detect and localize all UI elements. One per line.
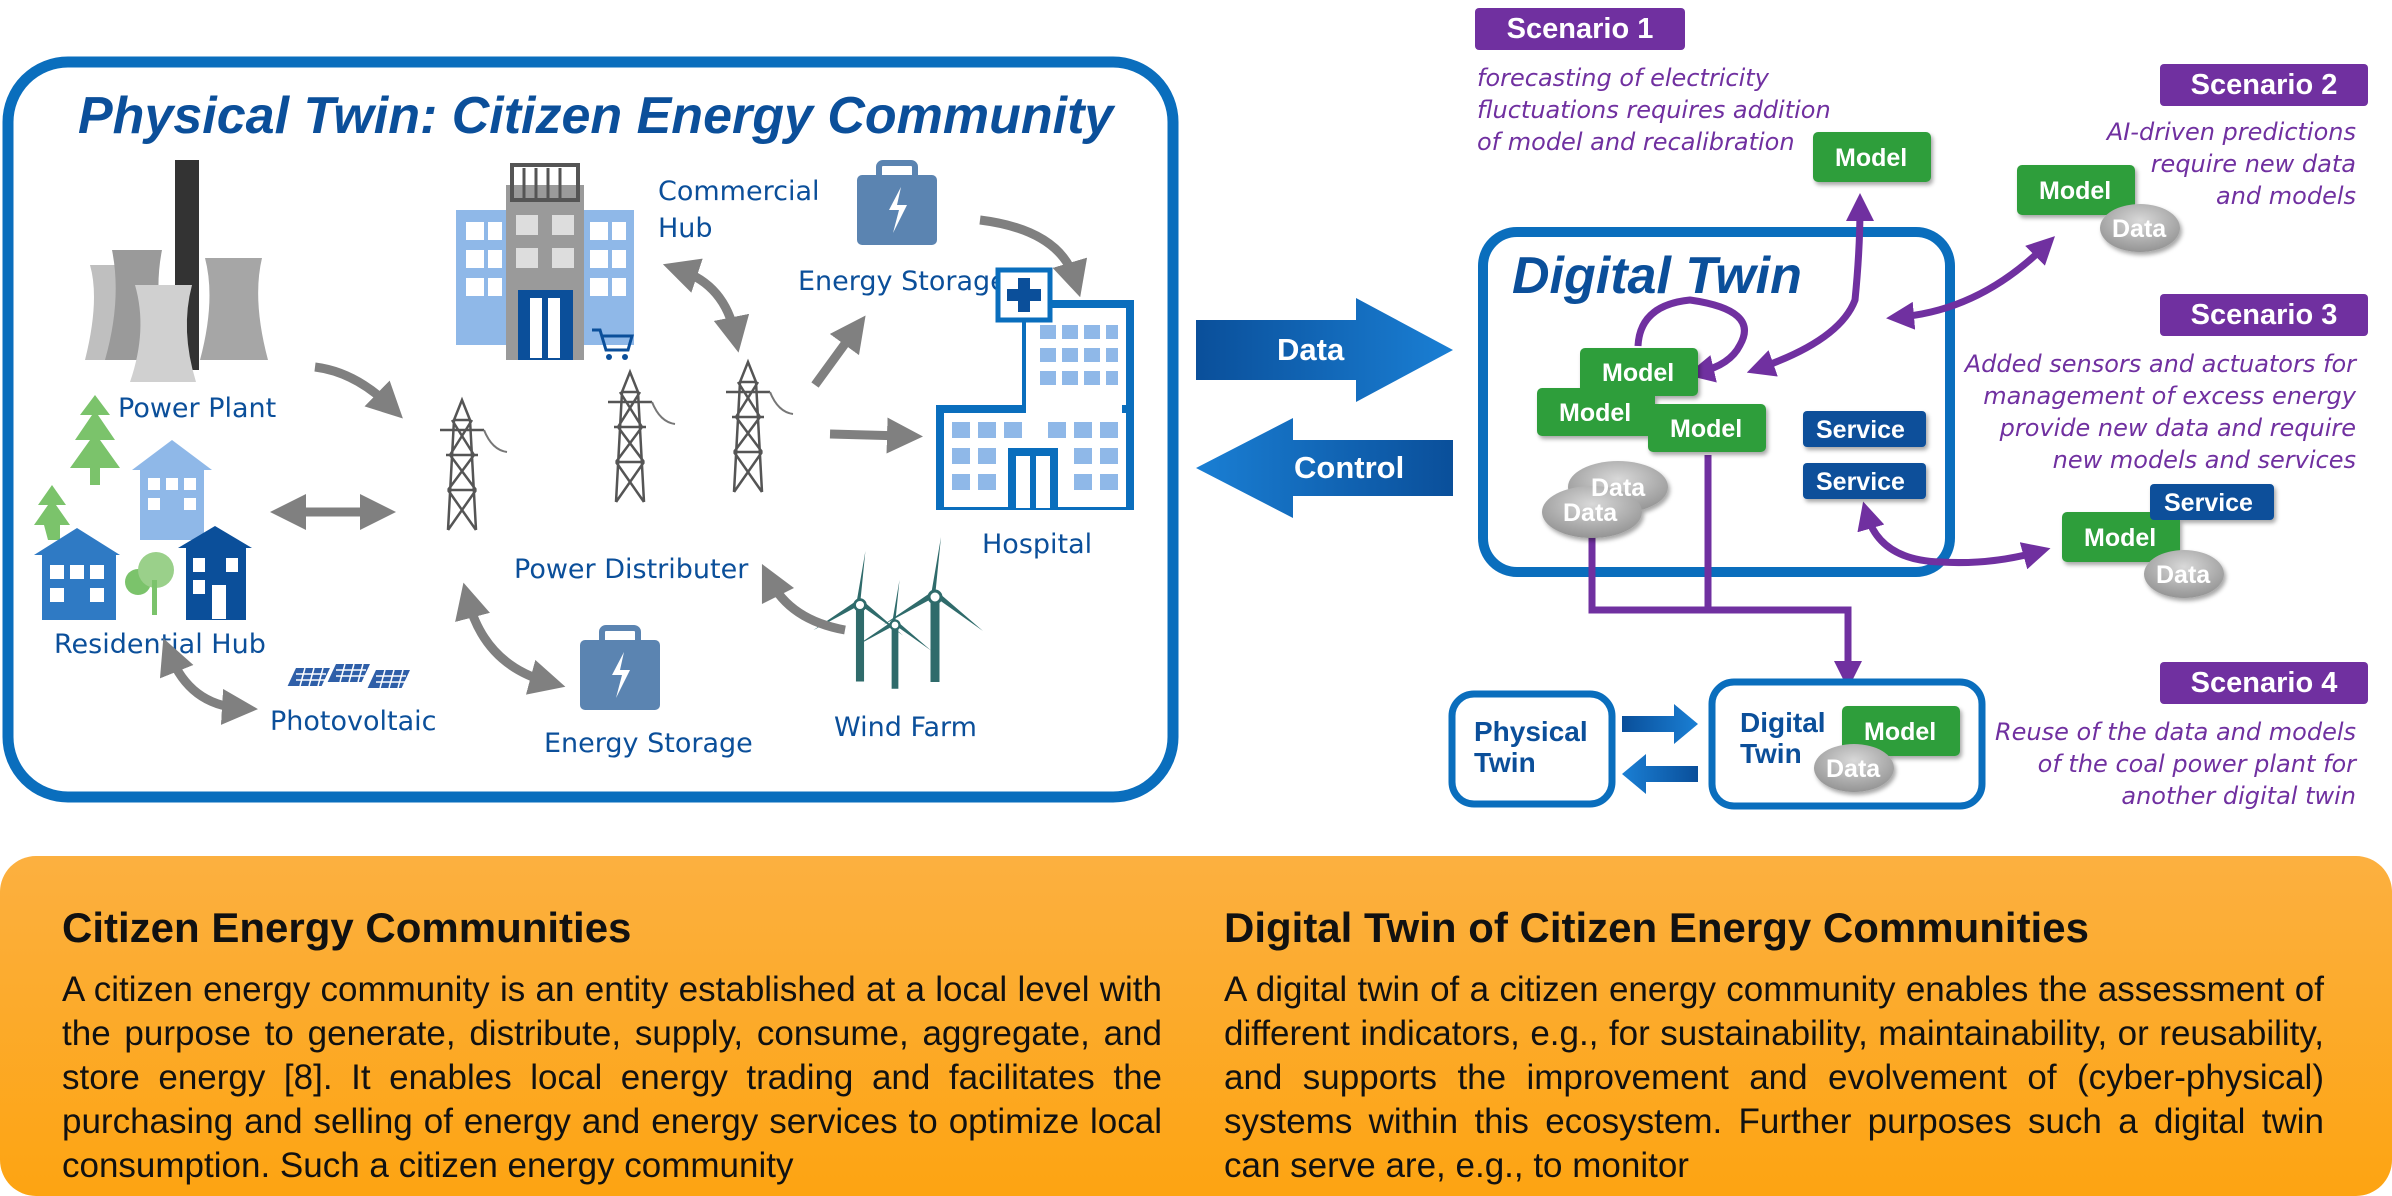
small-dt-model-box	[1842, 706, 1960, 756]
dt-model-box-1	[1580, 348, 1698, 396]
scenario-3-model-box	[2062, 512, 2180, 562]
small-dt-data-label: Data	[1826, 755, 1881, 783]
scenario-3-model-label: Model	[2084, 524, 2156, 552]
scenario-3-text-4: new models and services	[2053, 446, 2356, 474]
commercial-hub-label-1: Commercial	[658, 176, 820, 207]
power-tower-icon-1	[438, 398, 509, 532]
right-info-text: A digital twin of a citizen energy commu…	[1224, 970, 2324, 1185]
scenario-1-badge	[1475, 8, 1685, 50]
scenario-2-label: Scenario 2	[2191, 69, 2338, 101]
scenario-1-text-3: of model and recalibration	[1477, 128, 1795, 156]
scenario-2-text-2: require new data	[2151, 150, 2356, 178]
power-distributer-label: Power Distributer	[514, 554, 749, 585]
scenario-2-model-box	[2017, 165, 2135, 215]
scenario-3-text-1: Added sensors and actuators for	[1963, 350, 2358, 378]
dt-service-box-1	[1803, 411, 1926, 447]
dt-data-ellipse-2	[1542, 486, 1642, 538]
scenario-3-text-2: management of excess energy	[1983, 382, 2357, 410]
scenario-4-text-3: another digital twin	[2121, 782, 2356, 810]
data-flow-arrow	[1196, 298, 1453, 402]
wind-farm-label: Wind Farm	[834, 712, 977, 743]
scenario-4-badge	[2160, 662, 2368, 704]
scenario-2-model-label: Model	[2039, 177, 2111, 205]
physical-twin-title: Physical Twin: Citizen Energy Community	[78, 87, 1116, 145]
scenario-2-data-label: Data	[2112, 215, 2167, 243]
dt-service-box-2	[1803, 463, 1926, 499]
energy-storage-bottom-label: Energy Storage	[544, 728, 753, 759]
scenario-2-text-3: and models	[2216, 182, 2356, 210]
scenario-4-text-1: Reuse of the data and models	[1995, 718, 2356, 746]
energy-flow-arrows	[159, 215, 1088, 725]
dt-service-label-2: Service	[1816, 468, 1905, 496]
scenario-1-text-1: forecasting of electricity	[1477, 64, 1770, 92]
left-info-text: A citizen energy community is an entity …	[62, 970, 1162, 1185]
control-flow-label: Control	[1294, 450, 1404, 485]
small-digital-twin-label-1: Digital	[1740, 707, 1826, 738]
dt-model-label-3: Model	[1670, 415, 1742, 443]
small-dt-model-label: Model	[1864, 718, 1936, 746]
scenario-1-model-label: Model	[1835, 144, 1907, 172]
scenario-3-text-3: provide new data and require	[1999, 414, 2356, 442]
hospital-label: Hospital	[982, 529, 1092, 560]
bottom-info-panel: Citizen Energy Communities A citizen ene…	[0, 856, 2392, 1196]
photovoltaic-icon	[286, 663, 411, 689]
cart-icon	[592, 328, 634, 352]
right-info-title: Digital Twin of Citizen Energy Communiti…	[1224, 904, 2089, 951]
power-tower-icon-2	[606, 370, 677, 504]
wind-farm-icon	[813, 537, 983, 689]
commercial-building-icon	[456, 163, 634, 360]
dt-model-box-3	[1648, 404, 1766, 452]
physical-twin-frame	[2, 56, 1179, 803]
hospital-icon	[936, 267, 1134, 510]
scenario-3-badge	[2160, 294, 2368, 336]
small-dt-data-ellipse	[1814, 744, 1894, 792]
energy-storage-top-icon	[857, 163, 937, 245]
power-plant-label: Power Plant	[118, 393, 276, 424]
dt-model-label-1: Model	[1602, 359, 1674, 387]
scenario-3-service-box	[2150, 484, 2274, 520]
small-digital-twin-label-2: Twin	[1740, 738, 1802, 769]
commercial-hub-label-2: Hub	[658, 213, 713, 244]
small-physical-twin-label-1: Physical	[1474, 716, 1588, 747]
scenario-4-text-2: of the coal power plant for	[2038, 750, 2358, 778]
scenario-2-text-1: AI-driven predictions	[2105, 118, 2356, 146]
energy-storage-bottom-icon	[580, 628, 660, 710]
diagram-canvas: Physical Twin: Citizen Energy Community …	[2, 8, 2368, 810]
dt-data-label-1: Data	[1591, 474, 1646, 502]
dt-model-box-2	[1537, 388, 1655, 436]
right-info-column: Digital Twin of Citizen Energy Communiti…	[1224, 904, 2324, 1188]
left-info-title: Citizen Energy Communities	[62, 904, 632, 951]
energy-storage-top-label: Energy Storage	[798, 266, 1007, 297]
small-physical-twin-frame	[1448, 690, 1616, 808]
dt-service-label-1: Service	[1816, 416, 1905, 444]
small-physical-twin-label-2: Twin	[1474, 747, 1536, 778]
digital-twin-connections	[1588, 193, 2055, 689]
scenario-3-data-label: Data	[2156, 561, 2211, 589]
scenario-4-label: Scenario 4	[2191, 667, 2338, 699]
residential-hub-label: Residential Hub	[54, 629, 266, 660]
scenario-1-text-2: fluctuations requires addition	[1477, 96, 1831, 124]
scenario-1-model-box	[1813, 132, 1931, 182]
photovoltaic-label: Photovoltaic	[270, 706, 437, 737]
data-flow-label: Data	[1277, 332, 1345, 367]
residential-hub-icon	[34, 395, 252, 620]
power-tower-icon-3	[724, 360, 795, 494]
control-flow-arrow	[1196, 418, 1453, 518]
small-twin-sync-arrows	[1622, 704, 1698, 794]
scenario-2-data-ellipse	[2100, 204, 2180, 252]
left-info-column: Citizen Energy Communities A citizen ene…	[62, 904, 1162, 1188]
scenario-1-label: Scenario 1	[1507, 13, 1654, 45]
digital-twin-title: Digital Twin	[1512, 247, 1802, 305]
dt-model-label-2: Model	[1559, 399, 1631, 427]
scenario-3-label: Scenario 3	[2191, 299, 2338, 331]
dt-data-label-2: Data	[1563, 499, 1618, 527]
power-plant-icon	[85, 160, 268, 382]
scenario-3-service-label: Service	[2164, 489, 2253, 517]
scenario-3-data-ellipse	[2144, 550, 2224, 598]
scenario-2-badge	[2160, 64, 2368, 106]
